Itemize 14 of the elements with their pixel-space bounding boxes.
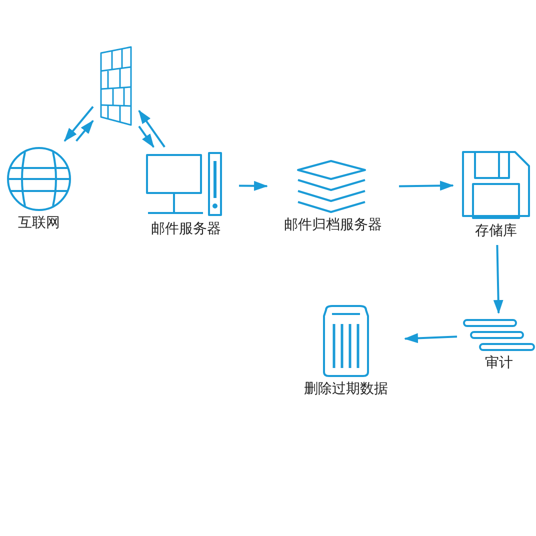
node-label: 审计 — [485, 354, 513, 372]
node-label: 删除过期数据 — [304, 380, 388, 398]
arrow — [404, 333, 458, 344]
arrow — [398, 180, 454, 191]
arrow — [493, 244, 504, 314]
arrow — [138, 126, 154, 148]
arrow — [138, 110, 166, 148]
arrow — [238, 180, 268, 191]
node-label: 存储库 — [475, 222, 517, 240]
node-label: 邮件归档服务器 — [284, 216, 382, 234]
arrow — [76, 120, 94, 142]
node-label: 互联网 — [18, 214, 60, 232]
node-label: 邮件服务器 — [151, 220, 221, 238]
arrow — [64, 106, 94, 142]
